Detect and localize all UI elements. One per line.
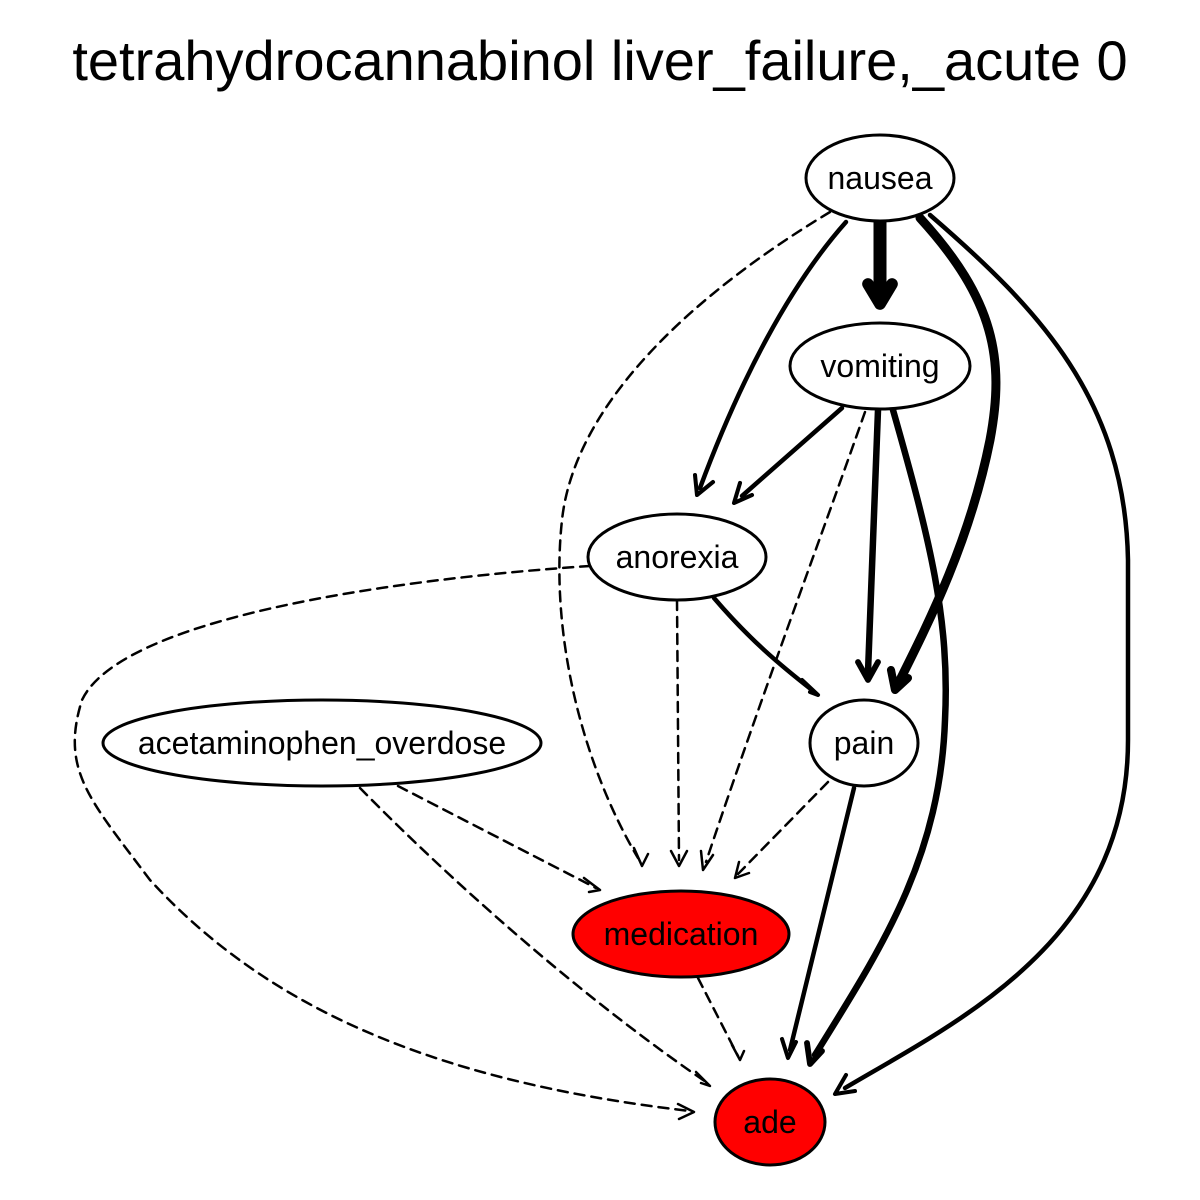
node-ellipse bbox=[713, 1077, 827, 1167]
node-acetaminophen-overdose: acetaminophen_overdose bbox=[101, 698, 543, 788]
edge-line bbox=[711, 595, 815, 693]
edge-line bbox=[396, 784, 598, 890]
arrowhead-icon bbox=[694, 1070, 712, 1088]
edge-acetaminophen_overdose-to-medication bbox=[396, 784, 602, 894]
arrowhead-icon bbox=[692, 472, 716, 498]
edge-vomiting-to-ade bbox=[804, 406, 950, 1067]
edge-line bbox=[842, 212, 1131, 1091]
edge-acetaminophen_overdose-to-ade bbox=[358, 786, 712, 1088]
arrowhead-icon bbox=[886, 665, 913, 695]
node-ellipse bbox=[586, 512, 768, 602]
edge-pain-to-ade bbox=[779, 785, 857, 1061]
arrowhead-icon bbox=[676, 1102, 696, 1121]
edge-anorexia-to-ade bbox=[73, 564, 696, 1121]
node-nausea: nausea bbox=[804, 133, 956, 223]
arrowhead-icon bbox=[855, 659, 881, 683]
edge-line bbox=[704, 410, 867, 864]
edge-medication-to-ade bbox=[696, 976, 746, 1062]
edge-anorexia-to-medication bbox=[669, 598, 689, 868]
edge-line bbox=[864, 406, 882, 676]
arrowhead-icon bbox=[632, 846, 650, 868]
arrowhead-icon bbox=[731, 480, 755, 506]
edge-vomiting-to-anorexia bbox=[731, 405, 845, 506]
node-vomiting: vomiting bbox=[788, 321, 972, 411]
edge-vomiting-to-pain bbox=[855, 406, 882, 683]
edge-line bbox=[558, 210, 832, 860]
arrowhead-icon bbox=[804, 1040, 825, 1067]
graph-title: tetrahydrocannabinol liver_failure,_acut… bbox=[72, 29, 1127, 92]
nodes-layer: nausea vomiting anorexia acetaminophen_over… bbox=[101, 133, 972, 1167]
edge-vomiting-to-medication bbox=[699, 410, 867, 872]
node-label: pain bbox=[834, 725, 895, 761]
edge-line bbox=[696, 976, 740, 1058]
arrowhead-icon bbox=[779, 1036, 799, 1061]
edge-nausea-to-pain bbox=[886, 213, 1001, 695]
edge-line bbox=[736, 780, 830, 876]
edge-line bbox=[739, 405, 845, 499]
edges-layer bbox=[73, 210, 1131, 1121]
edge-line bbox=[697, 219, 849, 491]
node-label: nausea bbox=[828, 160, 933, 196]
edge-nausea-to-vomiting bbox=[862, 215, 898, 310]
edge-line bbox=[811, 406, 950, 1059]
edge-nausea-to-anorexia bbox=[692, 219, 849, 498]
node-medication: medication bbox=[571, 889, 791, 979]
node-ade: ade bbox=[713, 1077, 827, 1167]
arrowhead-icon bbox=[799, 677, 821, 698]
node-ellipse bbox=[804, 133, 956, 223]
node-label: ade bbox=[743, 1104, 796, 1140]
arrowhead-icon bbox=[582, 876, 602, 894]
edge-line bbox=[675, 598, 681, 862]
node-pain: pain bbox=[808, 698, 920, 788]
node-ellipse bbox=[808, 698, 920, 788]
arrowhead-icon bbox=[669, 849, 689, 868]
edge-anorexia-to-pain bbox=[711, 595, 821, 698]
node-label: acetaminophen_overdose bbox=[138, 725, 506, 761]
edge-line bbox=[787, 785, 857, 1053]
node-ellipse bbox=[788, 321, 972, 411]
arrowhead-icon bbox=[730, 1043, 746, 1062]
edge-pain-to-medication bbox=[733, 780, 830, 880]
edge-line bbox=[73, 564, 692, 1113]
arrowhead-icon bbox=[699, 849, 715, 872]
arrowhead-icon bbox=[832, 1072, 858, 1097]
arrowhead-icon bbox=[862, 278, 898, 310]
node-ellipse bbox=[571, 889, 791, 979]
edge-line bbox=[358, 786, 708, 1084]
node-ellipse bbox=[101, 698, 543, 788]
node-label: anorexia bbox=[616, 539, 739, 575]
edge-nausea-to-ade bbox=[832, 212, 1131, 1097]
edge-line bbox=[895, 213, 1001, 685]
node-label: medication bbox=[604, 916, 759, 952]
node-anorexia: anorexia bbox=[586, 512, 768, 602]
edge-nausea-to-medication bbox=[558, 210, 832, 868]
node-label: vomiting bbox=[820, 348, 939, 384]
arrowhead-icon bbox=[733, 860, 751, 880]
